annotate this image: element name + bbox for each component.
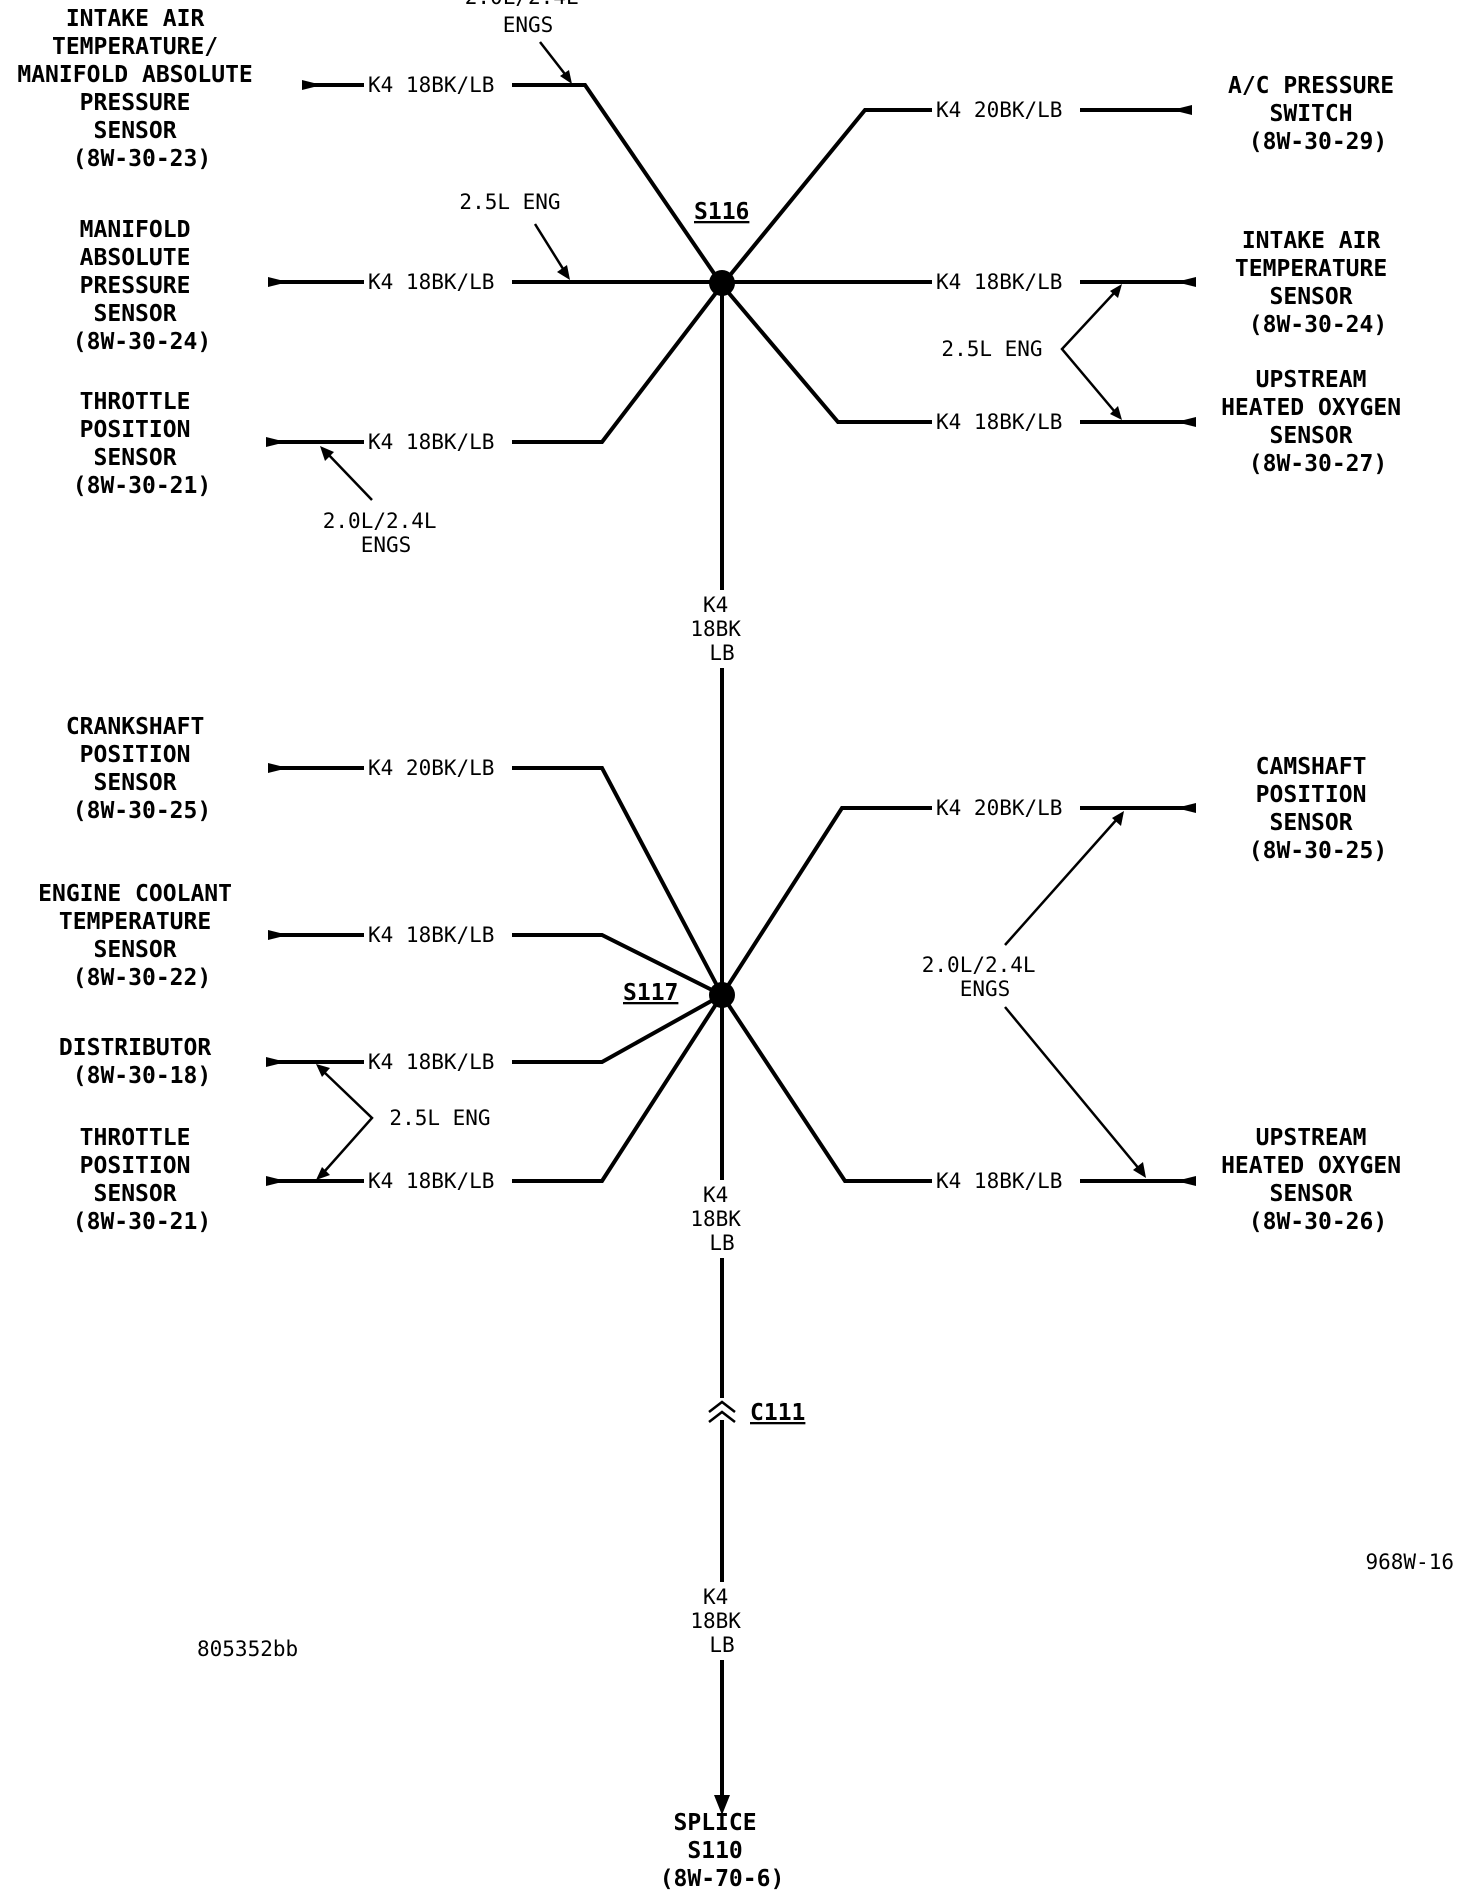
terminal-arrow-icon: [268, 763, 288, 773]
note-pointer: [539, 41, 569, 79]
note-pointer: [533, 223, 567, 273]
note-map-25l: 2.5L ENG: [459, 190, 560, 214]
pointer-arrow-icon: [560, 70, 572, 84]
splice-label-c111: C111: [750, 1400, 805, 1426]
component-splice-s110: SPLICE S110 (8W-70-6): [660, 1810, 785, 1890]
terminal-arrow-icon: [1176, 803, 1196, 813]
wire-label-distributor: K4 18BK/LB: [368, 1050, 494, 1074]
connector-c111-icon: [708, 1400, 736, 1413]
wire-label-ho2s-lower: K4 18BK/LB: [936, 1169, 1062, 1193]
connector-c111-icon-lower: [708, 1410, 736, 1423]
component-throttle-position-sensor-lower: THROTTLE POSITION SENSOR (8W-30-21): [73, 1125, 211, 1235]
wire-iat-map: [305, 83, 724, 287]
wire-tps-lower: [268, 993, 724, 1183]
component-camshaft-position-sensor: CAMSHAFT POSITION SENSOR (8W-30-25): [1249, 754, 1387, 864]
component-ac-pressure-switch: A/C PRESSURE SWITCH (8W-30-29): [1228, 73, 1408, 155]
component-map-sensor: MANIFOLD ABSOLUTE PRESSURE SENSOR (8W-30…: [73, 217, 211, 355]
component-distributor: DISTRIBUTOR (8W-30-18): [59, 1035, 225, 1089]
terminal-arrow-icon: [266, 1176, 286, 1186]
wire-label-iat-map: K4 18BK/LB: [368, 73, 494, 97]
note-tps-upper-engs: 2.0L/2.4L ENGS: [323, 509, 449, 557]
note-pointer: [1004, 1006, 1141, 1171]
wire-label-ho2s-upper: K4 18BK/LB: [936, 410, 1062, 434]
wire-label-tps-upper: K4 18BK/LB: [368, 430, 494, 454]
wire-label-ac-pressure: K4 20BK/LB: [936, 98, 1062, 122]
component-upstream-heated-oxygen-sensor-upper: UPSTREAM HEATED OXYGEN SENSOR (8W-30-27): [1221, 367, 1415, 477]
terminal-arrow-icon: [1176, 277, 1196, 287]
trunk-label-upper: K4 18BK LB: [690, 593, 753, 665]
terminal-arrow-icon: [266, 1057, 286, 1067]
note-pointer: [323, 1071, 374, 1173]
note-right-lower-engs: 2.0L/2.4L ENGS: [922, 953, 1048, 1001]
note-pointer: [325, 451, 373, 501]
splice-label-s117: S117: [623, 980, 678, 1006]
splice-s117-dot: [709, 982, 735, 1008]
component-intake-air-temperature-sensor: INTAKE AIR TEMPERATURE SENSOR (8W-30-24): [1235, 228, 1401, 338]
wire-label-iat: K4 18BK/LB: [936, 270, 1062, 294]
note-left-lower-25l: 2.5L ENG: [389, 1106, 490, 1130]
component-throttle-position-sensor-upper: THROTTLE POSITION SENSOR (8W-30-21): [73, 389, 211, 499]
pointer-arrow-icon: [316, 1064, 330, 1077]
note-pointer: [1060, 291, 1116, 413]
wire-label-camshaft: K4 20BK/LB: [936, 796, 1062, 820]
terminal-arrow-icon: [1176, 417, 1196, 427]
pointer-arrow-icon: [1112, 811, 1124, 826]
note-pointer: [1004, 817, 1119, 946]
terminal-arrow-icon: [266, 437, 286, 447]
pointer-arrow-icon: [1133, 1162, 1146, 1178]
terminal-arrow-icon: [1176, 1176, 1196, 1186]
wire-ho2s-lower: [720, 993, 1192, 1183]
note-top-engs: 2.0L/2.4L ENGS: [465, 0, 591, 37]
pointer-arrow-icon: [1110, 406, 1122, 420]
wire-tps-upper: [268, 283, 724, 444]
wire-ac-pressure: [720, 108, 1188, 287]
wire-label-crankshaft: K4 20BK/LB: [368, 756, 494, 780]
pointer-arrow-icon: [557, 265, 570, 280]
trunk-label-middle: K4 18BK LB: [690, 1183, 753, 1255]
component-upstream-heated-oxygen-sensor-lower: UPSTREAM HEATED OXYGEN SENSOR (8W-30-26): [1221, 1125, 1415, 1235]
splice-label-s116: S116: [694, 199, 749, 225]
component-engine-coolant-temperature-sensor: ENGINE COOLANT TEMPERATURE SENSOR (8W-30…: [38, 881, 246, 991]
terminal-arrow-icon: [268, 277, 288, 287]
wire-label-ect: K4 18BK/LB: [368, 923, 494, 947]
note-right-upper-25l: 2.5L ENG: [941, 337, 1042, 361]
trunk-label-lower: K4 18BK LB: [690, 1585, 753, 1657]
splice-s110-arrow-icon: [714, 1795, 730, 1815]
component-crankshaft-position-sensor: CRANKSHAFT POSITION SENSOR (8W-30-25): [66, 714, 218, 824]
splice-s116-dot: [709, 270, 735, 296]
terminal-arrow-icon: [1172, 105, 1192, 115]
wire-label-map: K4 18BK/LB: [368, 270, 494, 294]
terminal-arrow-icon: [268, 930, 288, 940]
wire-label-tps-lower: K4 18BK/LB: [368, 1169, 494, 1193]
pointer-arrow-icon: [320, 446, 334, 461]
component-iat-map-sensor: INTAKE AIR TEMPERATURE/ MANIFOLD ABSOLUT…: [17, 6, 266, 172]
pointer-arrow-icon: [316, 1167, 330, 1180]
terminal-arrow-icon: [302, 80, 322, 90]
pointer-arrow-icon: [1110, 284, 1122, 298]
figure-id: 968W-16: [1365, 1550, 1454, 1574]
drawing-id: 805352bb: [197, 1637, 298, 1661]
